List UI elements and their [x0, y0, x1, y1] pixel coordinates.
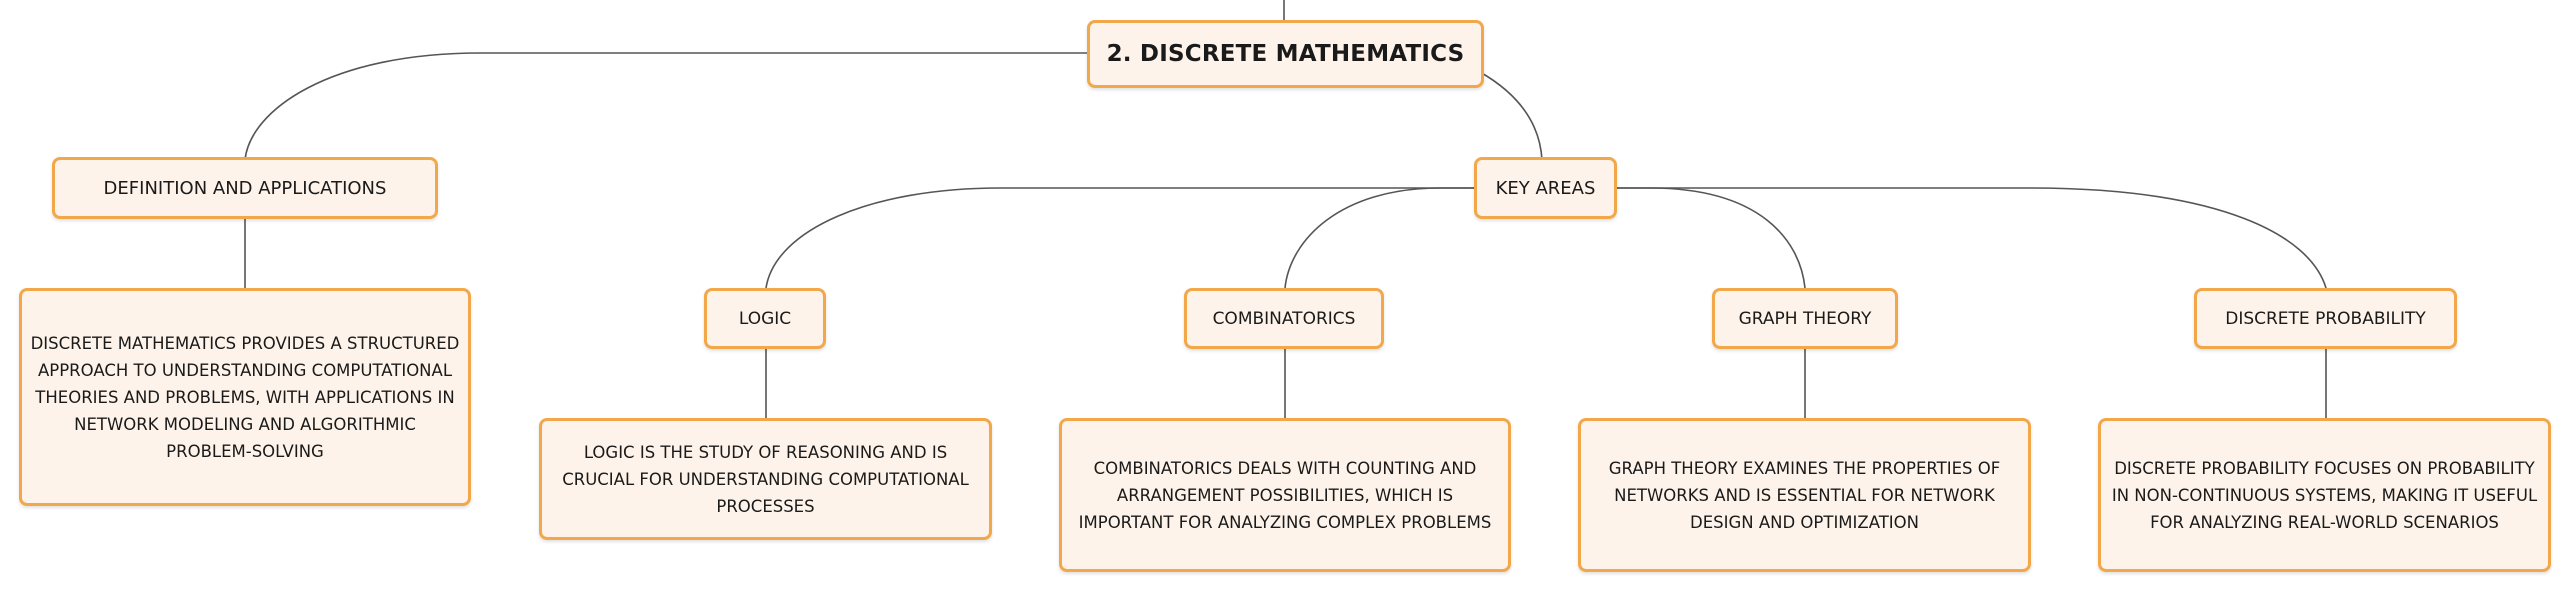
- graph-theory-description-node[interactable]: GRAPH THEORY EXAMINES THE PROPERTIES OF …: [1578, 418, 2031, 572]
- definition-node-label: DEFINITION AND APPLICATIONS: [103, 177, 387, 199]
- definition-description-text: DISCRETE MATHEMATICS PROVIDES A STRUCTUR…: [30, 333, 460, 461]
- definition-node[interactable]: DEFINITION AND APPLICATIONS: [52, 157, 438, 219]
- root-node-label: 2. DISCRETE MATHEMATICS: [1106, 41, 1465, 67]
- graph-theory-node-label: GRAPH THEORY: [1738, 308, 1872, 329]
- connector-root-definition: [244, 52, 1087, 161]
- combinatorics-description-text: COMBINATORICS DEALS WITH COUNTING AND AR…: [1078, 458, 1492, 532]
- logic-description-text: LOGIC IS THE STUDY OF REASONING AND IS C…: [562, 442, 969, 516]
- logic-description-node[interactable]: LOGIC IS THE STUDY OF REASONING AND IS C…: [539, 418, 992, 540]
- combinatorics-node[interactable]: COMBINATORICS: [1184, 288, 1384, 349]
- logic-node-label: LOGIC: [738, 308, 792, 329]
- connector-key-areas-logic: [765, 187, 1477, 289]
- key-areas-node[interactable]: KEY AREAS: [1474, 157, 1617, 219]
- combinatorics-node-label: COMBINATORICS: [1212, 308, 1356, 329]
- discrete-probability-node[interactable]: DISCRETE PROBABILITY: [2194, 288, 2457, 349]
- root-node[interactable]: 2. DISCRETE MATHEMATICS: [1087, 20, 1484, 88]
- discrete-probability-description-text: DISCRETE PROBABILITY FOCUSES ON PROBABIL…: [2111, 458, 2538, 532]
- discrete-probability-node-label: DISCRETE PROBABILITY: [2225, 308, 2426, 329]
- key-areas-node-label: KEY AREAS: [1495, 177, 1596, 199]
- discrete-probability-description-node[interactable]: DISCRETE PROBABILITY FOCUSES ON PROBABIL…: [2098, 418, 2551, 572]
- combinatorics-description-node[interactable]: COMBINATORICS DEALS WITH COUNTING AND AR…: [1059, 418, 1511, 572]
- definition-description-node[interactable]: DISCRETE MATHEMATICS PROVIDES A STRUCTUR…: [19, 288, 471, 506]
- connector-key-areas-discrete-probability: [1610, 187, 2327, 289]
- graph-theory-description-text: GRAPH THEORY EXAMINES THE PROPERTIES OF …: [1608, 458, 2001, 532]
- connector-key-areas-graph-theory: [1610, 187, 1806, 289]
- graph-theory-node[interactable]: GRAPH THEORY: [1712, 288, 1898, 349]
- connector-key-areas-combinatorics: [1284, 187, 1477, 289]
- logic-node[interactable]: LOGIC: [704, 288, 826, 349]
- connector-root-key-areas: [1479, 71, 1543, 161]
